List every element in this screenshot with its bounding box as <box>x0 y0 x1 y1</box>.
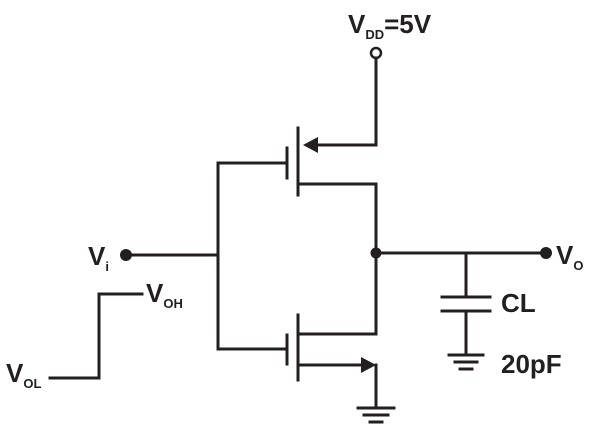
vdd-label: VDD=5V <box>348 9 432 42</box>
input-step-waveform <box>48 292 144 380</box>
vi-label: Vi <box>88 241 109 274</box>
voh-label: VOH <box>146 278 183 311</box>
capacitor-name-label: CL <box>501 288 536 318</box>
gate-bus-wire <box>216 161 289 351</box>
ground-symbol-nmos <box>356 406 396 424</box>
vol-label: VOL <box>6 358 41 391</box>
ground-symbol-capacitor <box>447 353 485 371</box>
vo-label: VO <box>556 240 583 273</box>
pmos-drain-to-nmos-drain-wire <box>296 182 378 336</box>
vdd-to-pmos-source-wire <box>316 56 378 147</box>
capacitor-value-label: 20pF <box>501 349 562 379</box>
pmos-source-arrow <box>303 137 318 153</box>
nmos-source-arrow <box>361 357 376 373</box>
input-terminal <box>120 249 132 261</box>
output-terminal <box>540 247 552 259</box>
